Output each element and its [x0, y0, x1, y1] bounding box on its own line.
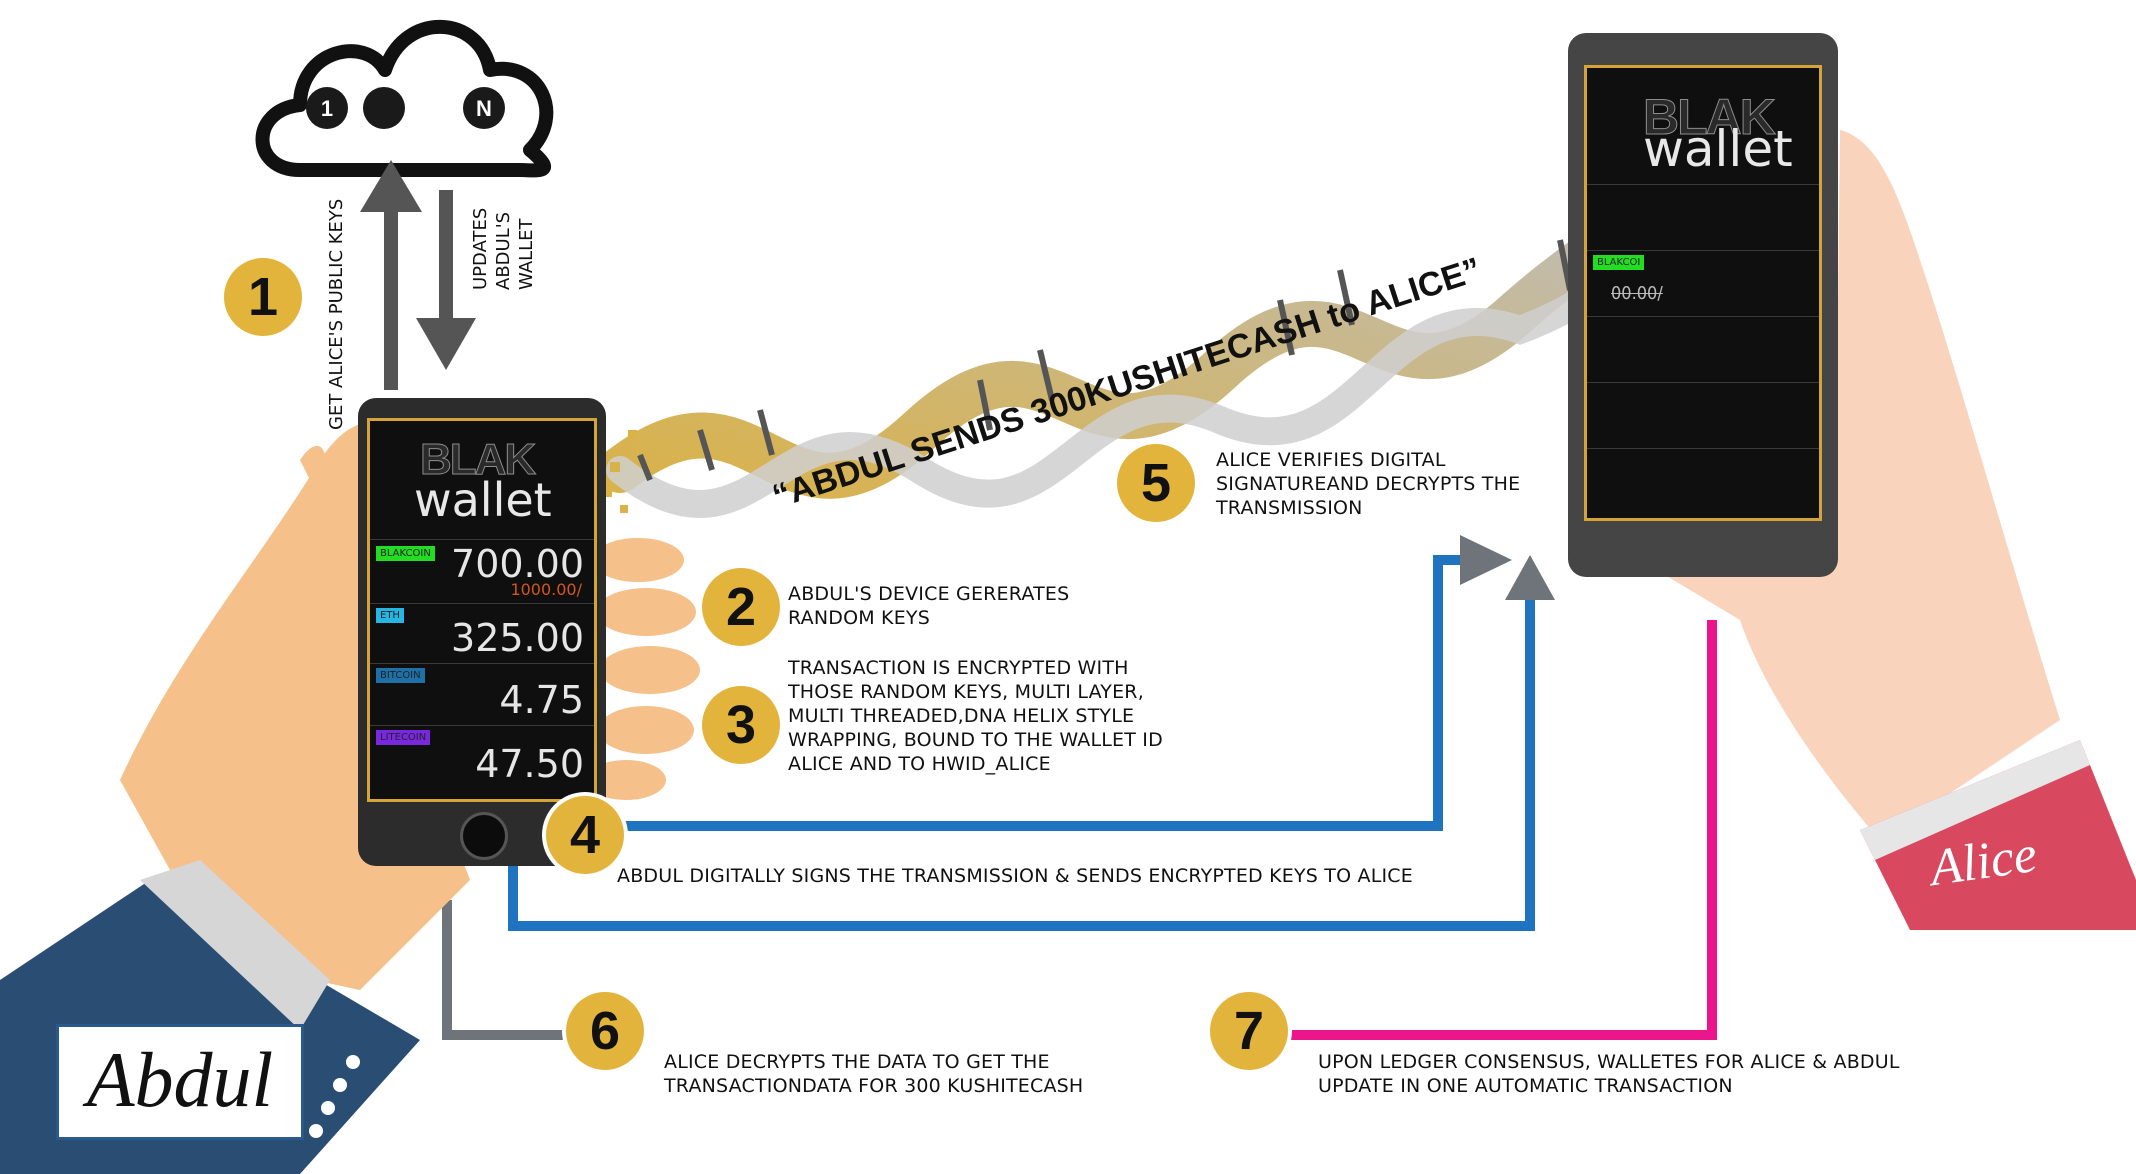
wallet-row	[1587, 316, 1819, 383]
step-5-badge: 5	[1117, 444, 1195, 522]
cloud-node-1: 1	[306, 87, 348, 129]
step-4-caption: ABDUL DIGITALLY SIGNS THE TRANSMISSION &…	[617, 865, 1413, 887]
step-4-badge: 4	[546, 796, 624, 874]
grey-line-6	[442, 900, 600, 1040]
coin-tag: BLAKCOI	[1593, 255, 1645, 270]
step-2-caption: ABDUL'S DEVICE GERERATES RANDOM KEYS	[788, 583, 1070, 629]
cloud-icon	[255, 19, 554, 178]
wallet-row	[1587, 184, 1819, 251]
step-5-caption: ALICE VERIFIES DIGITAL SIGNATUREAND DECR…	[1216, 449, 1521, 519]
cloud-node-dot	[363, 87, 405, 129]
coin-tag: LITECOIN	[376, 730, 431, 745]
brand-wordmark: wallet	[1643, 120, 1793, 178]
wallet-row[interactable]: BLAKCOIN 700.00 1000.00/	[370, 539, 594, 604]
get-keys-label: GET ALICE'S PUBLIC KEYS	[326, 198, 347, 430]
wallet-row[interactable]: BITCOIN 4.75	[370, 663, 594, 726]
brand-wordmark: wallet	[414, 473, 552, 527]
arrow-right-icon	[1460, 535, 1512, 585]
coin-amount: 47.50	[475, 742, 584, 786]
coin-amount: 700.00	[451, 542, 584, 586]
step-7-badge: 7	[1210, 992, 1288, 1070]
step-1-badge: 1	[224, 258, 302, 336]
coin-amount: 325.00	[451, 616, 584, 660]
home-button[interactable]	[460, 812, 508, 860]
pink-line-7	[1250, 620, 1717, 1040]
wallet-row[interactable]: BLAKCOI 00.00/	[1587, 250, 1819, 317]
cloud-node-n: N	[463, 87, 505, 129]
coin-sub-amount: 1000.00/	[510, 580, 582, 599]
wallet-row	[1587, 448, 1819, 515]
step-7-caption: UPON LEDGER CONSENSUS, WALLETES FOR ALIC…	[1318, 1051, 1900, 1097]
svg-text:N: N	[476, 96, 492, 121]
coin-tag: BITCOIN	[376, 668, 425, 683]
abdul-phone-screen: BLAK wallet BLAKCOIN 700.00 1000.00/ ETH…	[367, 418, 597, 802]
coin-tag: BLAKCOIN	[376, 546, 435, 561]
alice-phone-screen: BLAK wallet BLAKCOI 00.00/	[1584, 65, 1822, 521]
step-6-caption: ALICE DECRYPTS THE DATA TO GET THE TRANS…	[664, 1051, 1084, 1097]
arrow-up-icon-2	[1505, 555, 1555, 600]
step-3-badge: 3	[702, 686, 780, 764]
brand-logo: BLAK	[1643, 89, 1777, 146]
updates-label-line2: ABDUL'S	[493, 211, 514, 290]
arrow-down-icon	[416, 190, 476, 370]
arrow-up-icon	[360, 160, 422, 390]
alice-phone: BLAK wallet BLAKCOI 00.00/	[1568, 33, 1838, 577]
abdul-name-label: Abdul	[56, 1024, 304, 1140]
updates-label-line1: UPDATES	[470, 207, 491, 290]
updates-label-line3: WALLET	[516, 218, 537, 290]
wallet-row	[1587, 382, 1819, 449]
abdul-phone: BLAK wallet BLAKCOIN 700.00 1000.00/ ETH…	[358, 398, 606, 866]
step-6-badge: 6	[566, 992, 644, 1070]
coin-amount: 4.75	[499, 678, 584, 722]
svg-text:1: 1	[321, 96, 333, 121]
coin-tag: ETH	[376, 608, 404, 623]
coin-amount: 00.00/	[1611, 283, 1663, 304]
brand-logo: BLAK	[419, 435, 536, 485]
step-2-badge: 2	[702, 568, 780, 646]
step-3-caption: TRANSACTION IS ENCRYPTED WITH THOSE RAND…	[788, 657, 1163, 775]
blue-grey-flow-line-4b	[508, 590, 1535, 931]
wallet-row[interactable]: LITECOIN 47.50	[370, 725, 594, 796]
wallet-row[interactable]: ETH 325.00	[370, 603, 594, 664]
